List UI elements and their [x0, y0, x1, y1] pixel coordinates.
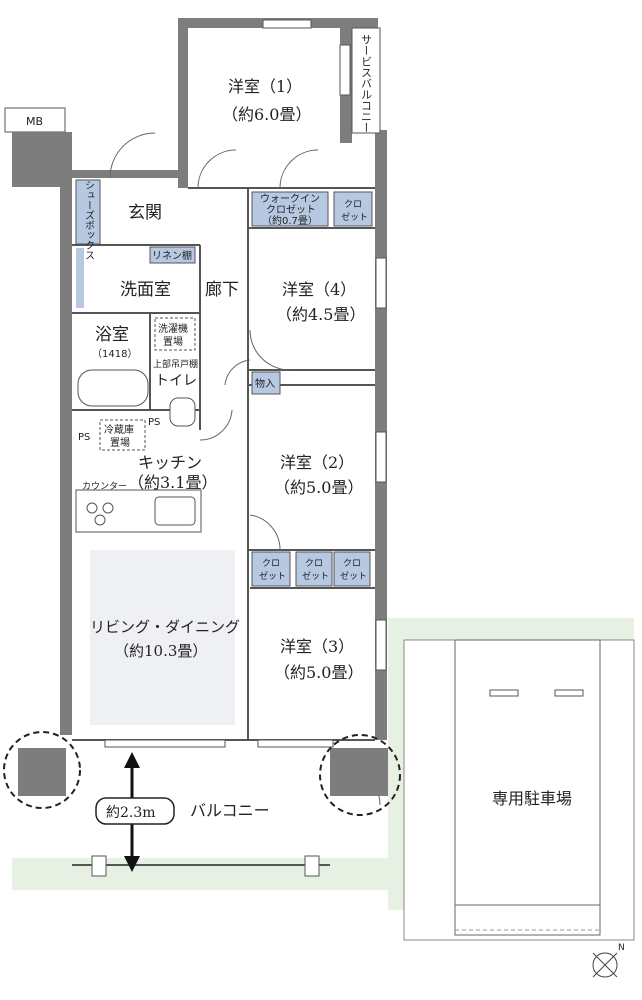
closet-room3-b [333, 551, 371, 587]
walkin-closet [251, 191, 329, 227]
balcony-rail-left-post [91, 855, 107, 877]
room1-label: 洋室（1） [228, 77, 302, 96]
column-right [330, 748, 388, 796]
closet4-label-1: クロ [344, 199, 362, 210]
room3-label: 洋室（3） [280, 637, 354, 656]
room2-size: （約5.0畳） [274, 478, 363, 497]
wash-counter [76, 248, 84, 308]
column-right-highlight [319, 734, 401, 816]
parking-mark-left [489, 689, 519, 697]
fridge-label-2: 置場 [110, 436, 130, 449]
room4-size: （約4.5畳） [276, 305, 365, 324]
closet4-label-2: ゼット [341, 211, 368, 223]
linen-shelf [149, 246, 196, 264]
closet-room4 [333, 191, 373, 227]
walkin-label-3: （約0.7畳） [262, 214, 318, 227]
room1-size: （約6.0畳） [222, 105, 311, 124]
shoebox [75, 179, 101, 245]
stove-burner-2 [102, 502, 114, 514]
living-size: （約10.3畳） [114, 642, 207, 660]
depth-label: 約2.3m [106, 805, 156, 821]
living-area [90, 550, 235, 725]
closet3a-label-1: クロ [305, 558, 323, 569]
parking-mark-right [554, 689, 584, 697]
service-balcony-frame [351, 27, 381, 134]
bath-label: 浴室 [95, 325, 129, 345]
toilet-label: トイレ [155, 373, 197, 389]
room2-label: 洋室（2） [280, 453, 354, 472]
corridor-label: 廊下 [205, 280, 239, 300]
outer-wall-left [60, 175, 72, 735]
washer-label-1: 洗濯機 [158, 322, 188, 335]
living-label: リビング・ダイニング [90, 618, 240, 636]
column-left-highlight [3, 731, 81, 809]
parking-inner [454, 639, 601, 936]
counter-label: カウンター [82, 481, 127, 492]
shoebox-label: シューズボックス [83, 180, 95, 260]
room4-label: 洋室（4） [282, 280, 356, 299]
column-left [18, 748, 66, 796]
mb-box [4, 107, 66, 133]
upper-shelf-label: 上部吊戸棚 [153, 358, 198, 370]
washer-space [154, 317, 196, 351]
bath-size: （1418） [92, 348, 137, 360]
closet2-label-2: ゼット [259, 570, 286, 582]
mb-label: MB [26, 115, 43, 128]
closet3b-label-2: ゼット [340, 570, 367, 582]
linen-label: リネン棚 [152, 249, 192, 262]
depth-label-box [95, 797, 175, 825]
garden-strip [12, 858, 404, 890]
wash-room-label: 洗面室 [120, 280, 171, 300]
toilet-bowl [169, 397, 196, 427]
side-garden [388, 618, 634, 640]
balcony-rail-right-post [304, 855, 320, 877]
service-balcony-label: サービスバルコニー [360, 34, 373, 133]
walkin-label-1: ウォークイン [260, 193, 320, 205]
fridge-space [99, 419, 146, 451]
bathtub [77, 369, 149, 407]
parking-label: 専用駐車場 [492, 789, 572, 808]
north-label: N [618, 943, 625, 953]
closet-room2 [251, 551, 291, 587]
closet3b-label-1: クロ [343, 558, 361, 569]
closet3a-label-2: ゼット [302, 570, 329, 582]
ps-label-1: PS [148, 417, 160, 428]
closet2-label-1: クロ [262, 558, 280, 569]
kitchen-size: （約3.1畳） [128, 473, 217, 492]
windows [104, 19, 387, 748]
outer-wall-room1-left [178, 18, 188, 188]
stove-burner-3 [94, 514, 106, 526]
closet-room3-a [295, 551, 333, 587]
washer-label-2: 置場 [163, 335, 183, 348]
storage-box [251, 371, 281, 395]
kitchen-label: キッチン [138, 453, 202, 472]
room3-size: （約5.0畳） [274, 663, 363, 682]
walkin-label-2: クロゼット [266, 204, 316, 216]
ps-label-2: PS [78, 432, 90, 443]
stove-burner-1 [86, 502, 98, 514]
entrance-label: 玄関 [128, 203, 162, 223]
compass-icon [592, 952, 618, 978]
fridge-label-1: 冷蔵庫 [104, 423, 134, 436]
storage-label: 物入 [255, 377, 275, 390]
balcony-label: バルコニー [190, 801, 270, 820]
parking-area [403, 639, 635, 941]
sink [154, 496, 196, 526]
outer-wall-entry-top [72, 170, 187, 178]
